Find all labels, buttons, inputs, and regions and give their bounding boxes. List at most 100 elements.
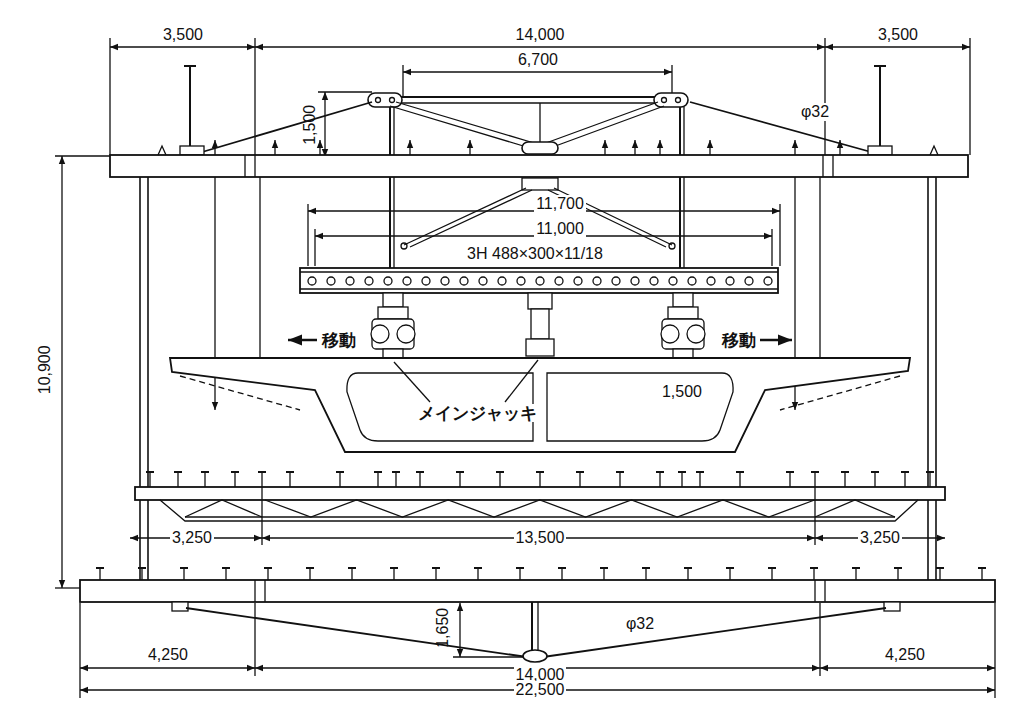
dimension-lines — [307, 204, 308, 266]
upper-truss — [874, 65, 886, 67]
dimension-label: 10,900 — [35, 344, 53, 397]
dimension-label: 3,250 — [170, 529, 214, 547]
box-girder — [547, 373, 733, 441]
lower-truss — [678, 471, 686, 473]
lower-beam — [642, 567, 650, 569]
lower-truss — [261, 472, 262, 487]
lower-truss — [177, 472, 178, 487]
dimension-lines — [771, 229, 772, 266]
upper-beam — [110, 146, 968, 177]
dimension-label: 4,250 — [146, 646, 190, 664]
main-jacks — [371, 325, 389, 343]
main-jacks — [528, 293, 552, 309]
lower-truss — [336, 471, 344, 473]
pin-marks — [794, 140, 795, 155]
lower-truss — [395, 472, 396, 487]
carriage-hangers — [522, 178, 558, 190]
upper-truss — [662, 98, 667, 103]
upper-truss — [679, 107, 681, 268]
dimension-lines — [314, 229, 315, 266]
dimension-lines — [55, 587, 80, 588]
upper-truss — [192, 102, 372, 155]
dimension-lines — [109, 38, 110, 155]
carriage-beam — [441, 277, 449, 285]
lower-beam — [813, 568, 814, 580]
upper-beam — [822, 155, 823, 177]
upper-beam — [930, 146, 938, 155]
lower-truss — [926, 471, 934, 473]
lower-beam — [531, 602, 533, 652]
dimension-lines — [994, 603, 995, 698]
carriage-beam — [403, 277, 411, 285]
lower-truss — [146, 471, 154, 473]
carriage-hangers — [404, 188, 532, 247]
lower-beam — [264, 567, 272, 569]
upper-truss — [389, 107, 391, 268]
pin-marks — [319, 140, 320, 155]
dimension-lines — [254, 603, 255, 676]
dimension-lines — [459, 603, 460, 657]
lower-truss — [496, 471, 504, 473]
lower-beam — [435, 568, 436, 580]
lower-truss — [536, 471, 544, 473]
dimension-lines — [779, 204, 780, 266]
lower-beam — [225, 568, 226, 580]
motion-label: 移動 — [720, 331, 758, 350]
lower-truss — [204, 472, 205, 487]
carriage-beam — [764, 277, 772, 285]
upper-truss — [385, 96, 670, 98]
lower-beam — [183, 568, 184, 580]
box-girder — [180, 376, 300, 410]
motion-label: 移動 — [320, 331, 358, 350]
lower-truss — [185, 516, 895, 517]
upper-truss — [683, 107, 684, 268]
member-size-label: 3H 488×300×11/18 — [465, 245, 605, 263]
lower-beam — [726, 567, 734, 569]
lower-truss — [814, 487, 815, 500]
lower-truss — [258, 471, 266, 473]
upper-truss — [539, 103, 540, 145]
lower-truss — [786, 471, 794, 473]
upper-beam — [832, 155, 833, 177]
lower-beam — [810, 567, 818, 569]
dimension-lines — [819, 603, 820, 676]
carriage-beam — [669, 277, 677, 285]
hanger-rods — [259, 177, 260, 380]
dimension-lines — [80, 667, 255, 668]
lower-beam — [474, 567, 482, 569]
lower-beam — [138, 567, 146, 569]
lower-beam — [141, 568, 142, 580]
carriage-beam — [300, 268, 778, 293]
dimension-lines — [255, 46, 825, 47]
lower-truss — [160, 500, 918, 521]
carriage-beam — [300, 268, 778, 293]
lower-beam — [172, 602, 188, 611]
traveler-illustration — [55, 38, 995, 698]
pin-marks — [214, 140, 215, 155]
dimension-label: 22,500 — [514, 681, 567, 699]
lower-truss — [576, 471, 584, 473]
lower-truss — [811, 471, 819, 473]
lower-truss — [874, 472, 875, 487]
dimension-label: 11,700 — [534, 195, 586, 213]
dimension-lines — [55, 38, 995, 698]
lower-beam — [855, 568, 856, 580]
lower-beam — [180, 567, 188, 569]
lower-truss — [844, 472, 845, 487]
dimension-lines — [814, 500, 815, 545]
pin-marks — [659, 140, 660, 155]
carriage-beam — [688, 277, 696, 285]
lower-beam — [96, 567, 104, 569]
upper-truss — [390, 102, 534, 148]
carriage-beam — [707, 277, 715, 285]
dimension-lines — [79, 603, 80, 698]
lower-truss — [904, 472, 905, 487]
upper-truss — [654, 93, 688, 107]
lower-truss — [579, 472, 580, 487]
upper-truss — [385, 102, 670, 103]
lower-beam — [894, 567, 902, 569]
carriage-beam — [422, 277, 430, 285]
lower-beam — [390, 567, 398, 569]
lower-beam — [684, 567, 692, 569]
